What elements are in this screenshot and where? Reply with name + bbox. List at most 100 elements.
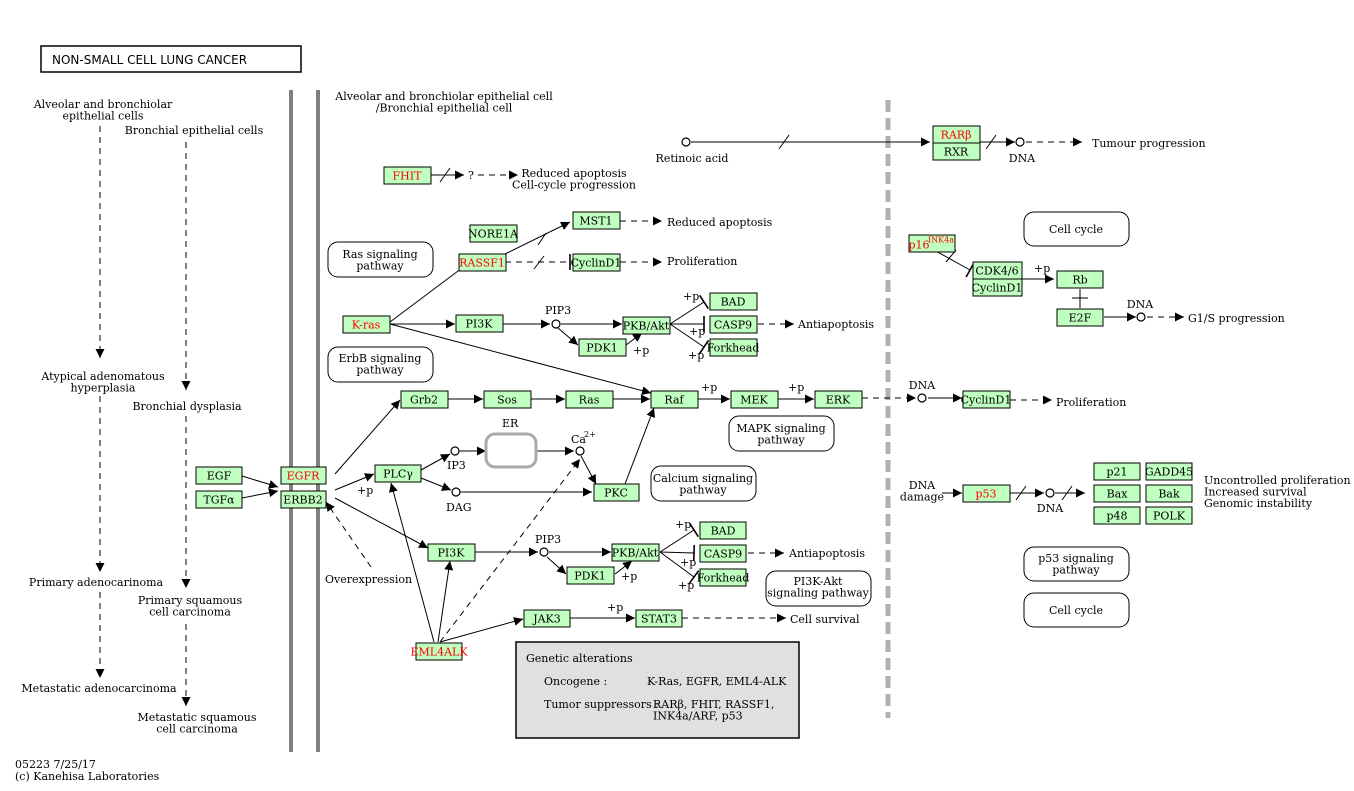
gene-stat3[interactable]: STAT3 (635, 609, 683, 628)
gene-pdk1-a[interactable]: PDK1 (578, 338, 627, 357)
gene-pi3k-a[interactable]: PI3K (455, 314, 504, 333)
gene-tgfa[interactable]: TGFα (195, 490, 243, 509)
gene-cyclind1-b[interactable]: CyclinD1 (972, 278, 1023, 297)
gene-nore1a-label: NORE1A (468, 228, 519, 241)
gene-bax-label: Bax (1107, 488, 1129, 501)
gene-polk[interactable]: POLK (1145, 506, 1193, 525)
dna-node-b (1136, 312, 1146, 322)
dag-label: DAG (446, 501, 472, 514)
gene-kras[interactable]: K-ras (342, 315, 391, 334)
gene-egf[interactable]: EGF (195, 466, 243, 485)
cell-type-label: Alveolar and bronchiolar epithelial cell… (334, 90, 553, 115)
gene-sos[interactable]: Sos (483, 390, 532, 409)
edge-rassf1-mst1-break (537, 232, 547, 246)
gene-fhit-label: FHIT (393, 170, 423, 183)
tumor-suppressors-label: Tumor suppressors : (544, 698, 659, 711)
gene-nore1a[interactable]: NORE1A (468, 224, 519, 243)
gene-forkhead-b[interactable]: Forkhead (697, 568, 750, 587)
gene-cyclind1-b-label: CyclinD1 (972, 282, 1023, 295)
gene-erk[interactable]: ERK (814, 390, 863, 409)
gene-cyclind1-a[interactable]: CyclinD1 (571, 253, 622, 272)
pip3-label-a: PIP3 (545, 304, 571, 317)
gene-cdk46[interactable]: CDK4/6 (972, 261, 1023, 280)
edge-plcg-dag (420, 477, 452, 491)
gene-plcg[interactable]: PLCγ (374, 464, 422, 483)
gene-p16[interactable]: p16 INK4a (908, 234, 956, 253)
gene-p53[interactable]: p53 (962, 484, 1011, 503)
gene-grb2[interactable]: Grb2 (400, 390, 449, 409)
ca-node (575, 446, 585, 456)
gene-rxr[interactable]: RXR (932, 142, 981, 161)
gene-fhit[interactable]: FHIT (383, 166, 432, 185)
dna-label-a: DNA (1009, 152, 1036, 165)
edge-rassf1-mst1 (504, 221, 571, 255)
gene-casp9-b[interactable]: CASP9 (699, 544, 747, 563)
map-cell-cycle-b[interactable]: Cell cycle (1023, 592, 1130, 628)
gene-erbb2-label: ERBB2 (283, 494, 322, 507)
gene-mst1[interactable]: MST1 (572, 211, 621, 230)
gene-casp9-a[interactable]: CASP9 (709, 315, 758, 334)
edge-plcg-ip3 (420, 453, 451, 471)
pip3-node-b (539, 547, 549, 557)
gene-raf[interactable]: Raf (650, 390, 699, 409)
tumour-progression-label: Tumour progression (1092, 137, 1206, 150)
gene-jak3[interactable]: JAK3 (523, 609, 571, 628)
gene-ras[interactable]: Ras (565, 390, 614, 409)
edge-pdk1-pkb-b (614, 560, 633, 575)
gene-cyclind1-c[interactable]: CyclinD1 (961, 390, 1012, 409)
gene-pi3k-b[interactable]: PI3K (427, 543, 476, 562)
gene-bax[interactable]: Bax (1093, 484, 1141, 503)
dna-label-c: DNA (909, 379, 936, 392)
gene-p21[interactable]: p21 (1093, 462, 1141, 481)
er-label: ER (502, 417, 519, 430)
map-cell-cycle-a[interactable]: Cell cycle (1023, 211, 1130, 247)
dna-label-b: DNA (1127, 298, 1154, 311)
compound-nodes (450, 137, 1146, 557)
phospho-mark-casp9-a: +p (689, 325, 705, 338)
ip3-node (450, 446, 460, 456)
bronchial-dysplasia-label: Bronchial dysplasia (132, 400, 242, 413)
gene-bad-a[interactable]: BAD (709, 292, 758, 311)
phospho-mark-forkhead-a: +p (688, 349, 704, 362)
gene-egfr[interactable]: EGFR (280, 466, 327, 485)
edge-kras-raf (389, 323, 652, 396)
pip3-node-a (551, 319, 561, 329)
gene-p48[interactable]: p48 (1093, 506, 1141, 525)
gene-pkb-b[interactable]: PKB/Akt (611, 543, 660, 562)
gene-pkb-a[interactable]: PKB/Akt (622, 316, 671, 335)
gene-gadd45[interactable]: GADD45 (1145, 462, 1193, 481)
gene-rarb[interactable]: RARβ (932, 125, 981, 144)
gene-casp9-a-label: CASP9 (714, 319, 752, 332)
gene-pi3k-b-label: PI3K (438, 547, 466, 560)
gene-rassf1[interactable]: RASSF1 (458, 253, 507, 272)
gene-rb[interactable]: Rb (1056, 270, 1104, 289)
antiapoptosis-label-a: Antiapoptosis (797, 318, 874, 331)
gene-mek[interactable]: MEK (730, 390, 779, 409)
edge-pkb-bad-a (669, 294, 710, 325)
gene-erbb2[interactable]: ERBB2 (280, 490, 327, 509)
phospho-mark-forkhead-b: +p (678, 579, 694, 592)
gene-forkhead-a[interactable]: Forkhead (707, 338, 760, 357)
gene-rb-label: Rb (1072, 274, 1087, 287)
gene-e2f[interactable]: E2F (1056, 308, 1104, 327)
gene-e2f-label: E2F (1069, 312, 1092, 325)
gene-eml4alk[interactable]: EML4ALK (410, 642, 468, 661)
gene-pkc[interactable]: PKC (593, 483, 640, 502)
gene-pdk1-b-label: PDK1 (574, 570, 605, 583)
gene-p21-label: p21 (1106, 466, 1127, 479)
gene-bak[interactable]: Bak (1145, 484, 1193, 503)
gene-bad-b[interactable]: BAD (699, 521, 747, 540)
proliferation-label-a: Proliferation (667, 255, 737, 268)
edge-ca-pkc (580, 455, 597, 485)
gene-pdk1-b[interactable]: PDK1 (566, 566, 615, 585)
